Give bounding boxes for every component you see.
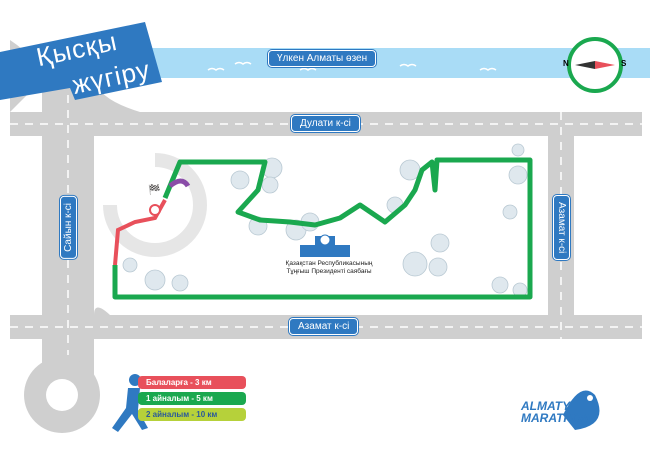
compass	[567, 37, 623, 93]
almaty-marathon-logo: ALMATY MARATHON	[521, 400, 590, 424]
street-label-right: Азамат к-сі	[553, 195, 570, 261]
street-label-top: Дулати к-сі	[291, 115, 360, 132]
building-icon	[300, 234, 350, 257]
compass-north: N	[563, 59, 569, 68]
landmark-line1: Қазақстан Республикасының	[285, 260, 373, 267]
logo-line2: MARATHON	[521, 411, 591, 425]
compass-south: S	[621, 59, 627, 68]
street-label-left: Сайын к-сі	[60, 196, 77, 259]
u-turn	[168, 178, 191, 188]
landmark-label: Қазақстан Республикасының Тұңғыш Президе…	[279, 260, 379, 276]
legend-2-laps: 2 айналым - 10 км	[138, 408, 246, 421]
title-banner	[0, 22, 162, 100]
river	[140, 48, 650, 78]
route-main	[112, 157, 533, 300]
river-waves	[207, 61, 497, 71]
legend-1-lap: 1 айналым - 5 км	[138, 392, 246, 405]
legend-kids: Балаларға - 3 км	[138, 376, 246, 389]
river-label: Үлкен Алматы өзен	[268, 50, 377, 67]
logo-icon	[563, 390, 600, 430]
finish-flag-icon: 🏁	[148, 183, 160, 196]
logo-line1: ALMATY	[521, 399, 571, 413]
landmark-line2: Тұңғыш Президенті саябағы	[286, 268, 372, 275]
street-label-bottom: Азамат к-сі	[289, 318, 359, 335]
